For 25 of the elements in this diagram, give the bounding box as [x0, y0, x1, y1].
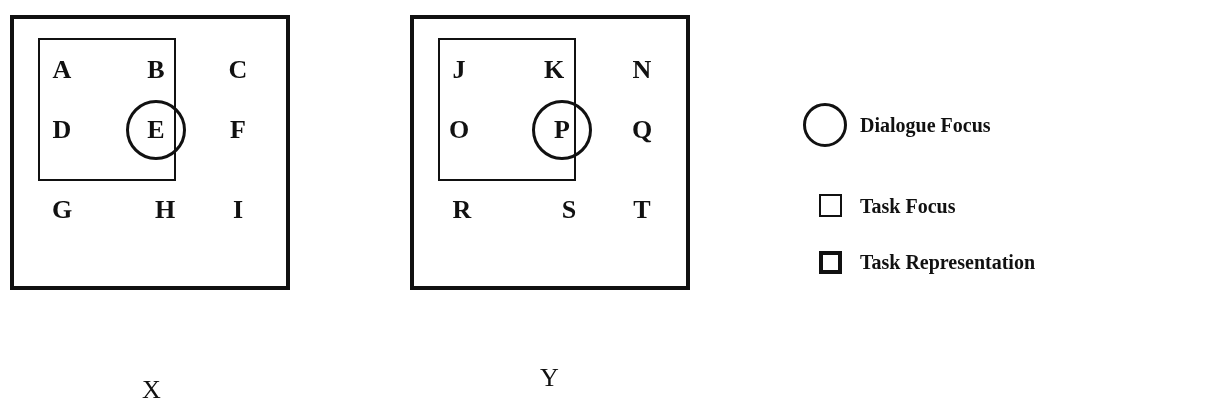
frame-heading: Y: [540, 365, 559, 391]
grid-letter: C: [228, 57, 248, 83]
frame-heading: X: [142, 377, 161, 403]
legend-label: Dialogue Focus: [860, 115, 991, 135]
grid-letter: D: [52, 117, 72, 143]
task-focus-box: [38, 38, 176, 181]
grid-letter: O: [448, 117, 470, 143]
dialogue-focus-circle: E: [126, 100, 186, 160]
grid-letter: N: [632, 57, 652, 83]
grid-letter: T: [633, 197, 651, 223]
grid-letter: G: [51, 197, 73, 223]
dialogue-focus-circle: P: [532, 100, 592, 160]
grid-letter: H: [154, 197, 176, 223]
grid-letter: K: [543, 57, 565, 83]
grid-letter: R: [452, 197, 472, 223]
task-focus-box: [438, 38, 576, 181]
legend-label: Task Focus: [860, 196, 956, 216]
grid-letter: A: [52, 57, 72, 83]
grid-letter: B: [147, 57, 165, 83]
grid-letter: Q: [631, 117, 653, 143]
legend-label: Task Representation: [860, 252, 1036, 272]
grid-letter: F: [230, 117, 246, 143]
grid-letter: S: [561, 197, 577, 223]
grid-letter: J: [452, 57, 466, 83]
grid-letter: I: [232, 197, 244, 223]
